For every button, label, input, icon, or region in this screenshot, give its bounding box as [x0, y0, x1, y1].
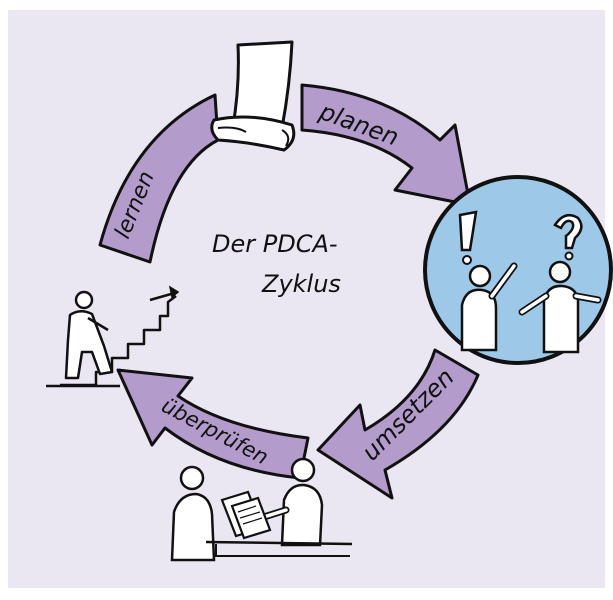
arrow-planen: planen: [300, 83, 472, 207]
diagram-title-line1: Der PDCA-: [212, 230, 338, 258]
arrow-lernen: lernen: [98, 93, 220, 264]
exclamation-icon: [458, 210, 478, 265]
scroll-document-icon: [210, 40, 296, 152]
diagram-title-line2: Zyklus: [261, 270, 341, 298]
desk-review-icon: [170, 457, 353, 562]
question-mark-icon: [553, 213, 583, 261]
action-circle: [423, 175, 613, 365]
arrow-ueberpruefen: überprüfen: [116, 368, 310, 480]
arrow-umsetzen: umsetzen: [316, 348, 480, 500]
stairs-climber-icon: [46, 285, 180, 388]
person-pointing-icon: [460, 262, 518, 352]
person-shrugging-icon: [518, 260, 602, 354]
